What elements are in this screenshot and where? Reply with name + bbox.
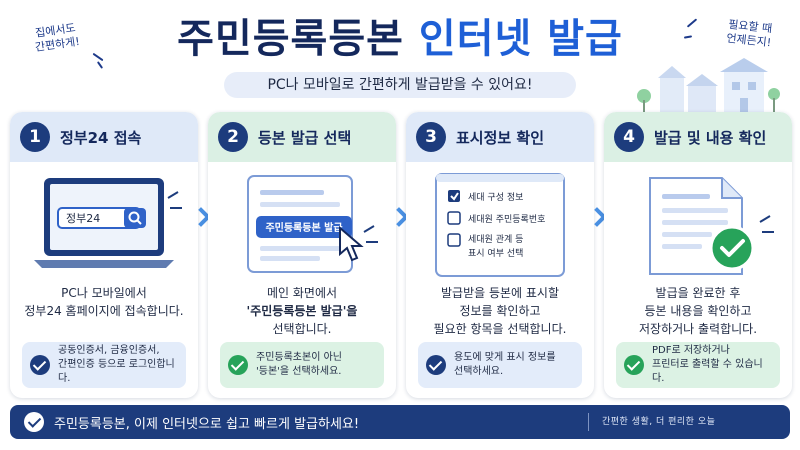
step-description: PC나 모바일에서 정부24 홈페이지에 접속합니다.	[16, 284, 192, 320]
desc-line: PC나 모바일에서	[61, 286, 147, 300]
subtitle-pill: PC나 모바일로 간편하게 발급받을 수 있어요!	[224, 72, 576, 98]
check-circle-icon	[624, 355, 644, 375]
laptop-icon: 정부24	[34, 178, 182, 268]
cursor-icon	[339, 225, 364, 262]
search-icon	[128, 211, 142, 225]
step-description: 발급을 완료한 후 등본 내용을 확인하고 저장하거나 출력합니다.	[610, 284, 786, 338]
check-circle-icon	[709, 225, 755, 271]
note-line: 주민등록초본이 아닌	[256, 352, 342, 363]
checklist-item: 표시 여부 선택	[468, 247, 523, 259]
checklist-item: 세대원 관계 등	[468, 233, 523, 245]
step-number: 2	[218, 122, 248, 152]
check-circle-icon	[426, 355, 446, 375]
note-line: 용도에 맞게 표시 정보를	[454, 352, 556, 363]
note-line: 간편인증 등으로 로그인합니다.	[58, 359, 175, 384]
step-note: PDF로 저장하거나 프린터로 출력할 수 있습니다.	[616, 342, 780, 388]
footer-divider	[588, 413, 589, 431]
note-line: 공동인증서, 금융인증서,	[58, 345, 160, 356]
note-text: 용도에 맞게 표시 정보를 선택하세요.	[454, 351, 556, 379]
step-title: 발급 및 내용 확인	[654, 128, 767, 147]
step-number: 1	[20, 122, 50, 152]
desc-line: '주민등록등본 발급'을	[246, 304, 358, 318]
desc-line: 선택합니다.	[272, 322, 332, 336]
footer-banner: 주민등록등본, 이제 인터넷으로 쉽고 빠르게 발급하세요! 간편한 생활, 더…	[10, 405, 790, 439]
step-card-3: 3 표시정보 확인 세대 구성 정보 세대원 주민등록번호 세대원 관계 등 표…	[406, 112, 594, 398]
note-text: PDF로 저장하거나 프린터로 출력할 수 있습니다.	[652, 344, 772, 386]
step-header: 1 정부24 접속	[10, 112, 198, 162]
check-circle-icon	[228, 355, 248, 375]
desc-line: 정부24 홈페이지에 접속합니다.	[24, 304, 184, 318]
note-line: 프린터로 출력할 수 있습니다.	[652, 359, 763, 384]
footer-main-text: 주민등록등본, 이제 인터넷으로 쉽고 빠르게 발급하세요!	[54, 416, 360, 432]
check-circle-icon	[24, 412, 44, 432]
note-line: PDF로 저장하거나	[652, 345, 730, 356]
desc-line: 등본 내용을 확인하고	[644, 304, 752, 318]
check-circle-icon	[30, 355, 50, 375]
desc-line: 메인 화면에서	[266, 286, 338, 300]
step-card-2: 2 등본 발급 선택 주민등록등본 발급 메인 화면에서 '주민등록등본 발급'…	[208, 112, 396, 398]
checklist-icon: 세대 구성 정보 세대원 주민등록번호 세대원 관계 등 표시 여부 선택	[435, 173, 565, 277]
desc-line: 정보를 확인하고	[459, 304, 541, 318]
checklist-item: 세대원 주민등록번호	[468, 214, 545, 225]
note-text: 주민등록초본이 아닌 '등본'을 선택하세요.	[256, 351, 342, 379]
page-title: 주민등록등본 인터넷 발급	[0, 6, 800, 64]
issue-button-text: 주민등록등본 발급	[265, 221, 342, 234]
note-line: '등본'을 선택하세요.	[256, 366, 342, 377]
step-title: 정부24 접속	[60, 128, 142, 147]
house-icon	[637, 58, 780, 112]
step-card-4: 4 발급 및 내용 확인 발급을 완료한 후 등본 내용을 확인하고 저장하거나…	[604, 112, 792, 398]
step-header: 4 발급 및 내용 확인	[604, 112, 792, 162]
checkbox-icon	[448, 190, 460, 202]
step-description: 메인 화면에서 '주민등록등본 발급'을 선택합니다.	[214, 284, 390, 338]
step-note: 용도에 맞게 표시 정보를 선택하세요.	[418, 342, 582, 388]
footer-sub-text: 간편한 생활, 더 편리한 오늘	[602, 417, 716, 427]
document-icon: 주민등록등본 발급	[247, 175, 378, 273]
desc-line: 발급받을 등본에 표시할	[440, 286, 560, 300]
step-header: 2 등본 발급 선택	[208, 112, 396, 162]
page-title-part1: 주민등록등본	[177, 16, 404, 62]
step-title: 표시정보 확인	[456, 128, 545, 147]
step-number: 4	[614, 122, 644, 152]
desc-line: 필요한 항목을 선택합니다.	[433, 322, 567, 336]
note-line: 선택하세요.	[454, 366, 504, 377]
step-number: 3	[416, 122, 446, 152]
step-description: 발급받을 등본에 표시할 정보를 확인하고 필요한 항목을 선택합니다.	[412, 284, 588, 338]
search-input-text: 정부24	[66, 212, 100, 225]
checklist-item: 세대 구성 정보	[468, 192, 523, 203]
step-card-1: 1 정부24 접속 정부24 PC나 모바일에서 정부24 홈페이지에 접속합니…	[10, 112, 198, 398]
checkbox-icon	[447, 233, 461, 247]
checkbox-icon	[447, 211, 461, 225]
step-header: 3 표시정보 확인	[406, 112, 594, 162]
desc-line: 발급을 완료한 후	[655, 286, 741, 300]
note-text: 공동인증서, 금융인증서, 간편인증 등으로 로그인합니다.	[58, 344, 178, 386]
document-icon	[649, 177, 774, 275]
desc-line: 저장하거나 출력합니다.	[638, 322, 758, 336]
page-title-part2: 인터넷 발급	[418, 16, 623, 62]
step-title: 등본 발급 선택	[258, 128, 352, 147]
step-note: 공동인증서, 금융인증서, 간편인증 등으로 로그인합니다.	[22, 342, 186, 388]
step-note: 주민등록초본이 아닌 '등본'을 선택하세요.	[220, 342, 384, 388]
